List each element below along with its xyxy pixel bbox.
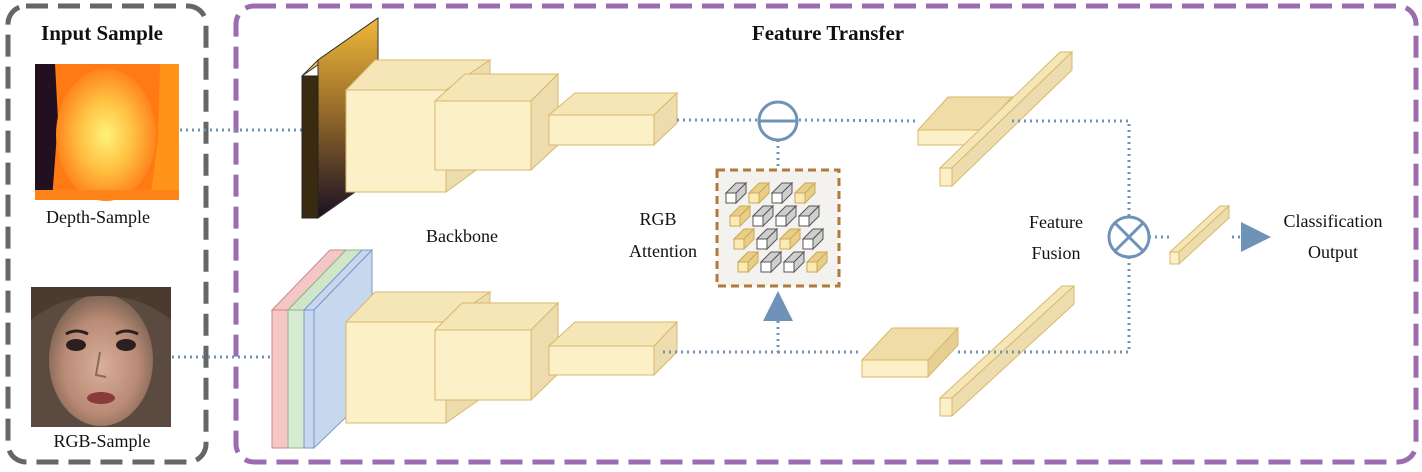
attention-cell — [778, 227, 802, 251]
rgb-attention-label-line2: Attention — [629, 241, 697, 261]
depth-sample-label: Depth-Sample — [46, 207, 150, 227]
transfer-panel-border — [233, 3, 1419, 465]
attention-cell — [774, 204, 798, 228]
attention-cell — [770, 181, 794, 205]
bottom-to-attention-connector — [663, 291, 793, 354]
backbone-bottom — [344, 291, 679, 424]
rgb-input-tensor — [270, 248, 374, 450]
times-circle-icon — [1107, 215, 1151, 259]
input-panel-title: Input Sample — [41, 21, 163, 45]
rgb-sample-label: RGB-Sample — [54, 431, 151, 451]
fusion-top-blocks — [916, 50, 1074, 188]
subtract-to-fusion-connector — [798, 118, 919, 123]
depth-sample-image — [35, 64, 179, 201]
transfer-panel-title: Feature Transfer — [752, 21, 904, 45]
attention-cell — [805, 250, 829, 274]
output-label-line2: Output — [1308, 242, 1358, 262]
rgb-attention-block — [715, 168, 841, 288]
attention-cell — [751, 204, 775, 228]
attention-cell — [732, 227, 756, 251]
attention-cell — [724, 181, 748, 205]
backbone-label: Backbone — [426, 226, 498, 246]
attention-cell — [755, 227, 779, 251]
output-vector — [1168, 204, 1231, 266]
rgb-attention-label-line1: RGB — [639, 209, 676, 229]
attention-cell — [728, 204, 752, 228]
fusion-label-line2: Fusion — [1031, 243, 1080, 263]
attention-cell — [782, 250, 806, 274]
input-panel-border — [5, 3, 209, 465]
attention-cell — [736, 250, 760, 274]
backbone-top — [344, 59, 679, 193]
attention-cell — [797, 204, 821, 228]
attention-cell — [759, 250, 783, 274]
attention-cell — [747, 181, 771, 205]
top-to-fusion-connector — [1012, 119, 1131, 216]
attention-cell — [801, 227, 825, 251]
bottom-fusion-connector — [958, 257, 1131, 354]
fusion-label-line1: Feature — [1029, 212, 1083, 232]
rgb-sample-image — [31, 287, 171, 427]
minus-circle-icon — [757, 100, 799, 142]
output-label-line1: Classification — [1284, 211, 1383, 231]
attention-cell — [793, 181, 817, 205]
